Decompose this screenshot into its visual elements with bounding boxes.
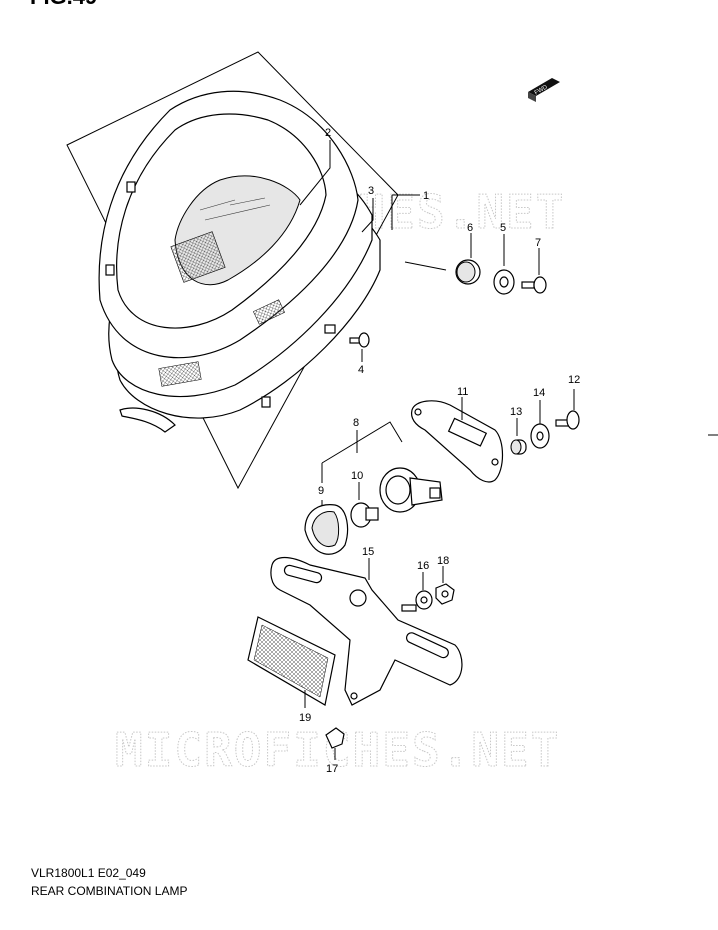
part-label-6: 6: [467, 222, 473, 234]
grommet-part-6: [455, 259, 481, 285]
leader-1: [391, 194, 420, 230]
part-label-4: 4: [358, 364, 364, 376]
part-labels: 2 3 1 6 5 7 4 11 12 14 13 8 10 9 15 16 1…: [299, 127, 580, 775]
leader-2: [299, 140, 331, 206]
leader-3: [361, 198, 374, 233]
figure-title: FIG.49: [30, 0, 97, 9]
bulb-part-10: [350, 502, 379, 528]
washer-part-14: [530, 423, 550, 449]
part-label-8: 8: [353, 417, 359, 429]
part-label-18: 18: [437, 555, 449, 567]
reflector-part-19: [247, 616, 336, 706]
model-code: VLR1800L1 E02_049: [31, 866, 146, 880]
diagram-name: REAR COMBINATION LAMP: [31, 884, 188, 898]
part-label-14: 14: [533, 387, 545, 399]
washer-part-16: [415, 590, 433, 610]
washer-part-5: [493, 269, 515, 295]
nut-part-18: [435, 583, 455, 605]
leader-mount: [404, 261, 447, 271]
bolt-part-7: [521, 276, 547, 294]
part-label-16: 16: [417, 560, 429, 572]
bracket-part-11: [410, 400, 504, 483]
part-label-10: 10: [351, 470, 363, 482]
part-label-13: 13: [510, 406, 522, 418]
bolt-part-12: [555, 410, 580, 430]
screw-part-4: [349, 332, 370, 348]
part-label-7: 7: [535, 237, 541, 249]
part-label-2: 2: [325, 127, 331, 139]
part-label-12: 12: [568, 374, 580, 386]
spacer-part-13: [510, 439, 527, 455]
part-label-9: 9: [318, 485, 324, 497]
part-label-3: 3: [368, 185, 374, 197]
lens-part-9: [304, 504, 349, 555]
rear-lamp-assembly: [98, 90, 381, 433]
part-label-17: 17: [326, 763, 338, 775]
part-label-5: 5: [500, 222, 506, 234]
part-label-15: 15: [362, 546, 374, 558]
socket-part-8: [379, 467, 443, 513]
part-label-11: 11: [457, 386, 468, 398]
nut-part-17: [325, 727, 345, 749]
part-label-1: 1: [423, 190, 429, 202]
part-label-19: 19: [299, 712, 311, 724]
stud-bolt: [401, 604, 417, 612]
leader-8: [321, 421, 403, 464]
license-bracket-part-15: [270, 556, 463, 706]
fwd-arrow-icon: FWD: [528, 78, 560, 102]
